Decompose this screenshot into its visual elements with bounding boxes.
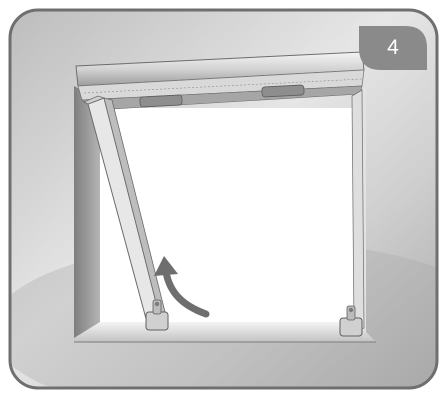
hinge-clip-right (262, 85, 304, 97)
hinge-clip-left (140, 95, 182, 107)
step-badge (359, 26, 427, 70)
right-frame (352, 90, 364, 330)
